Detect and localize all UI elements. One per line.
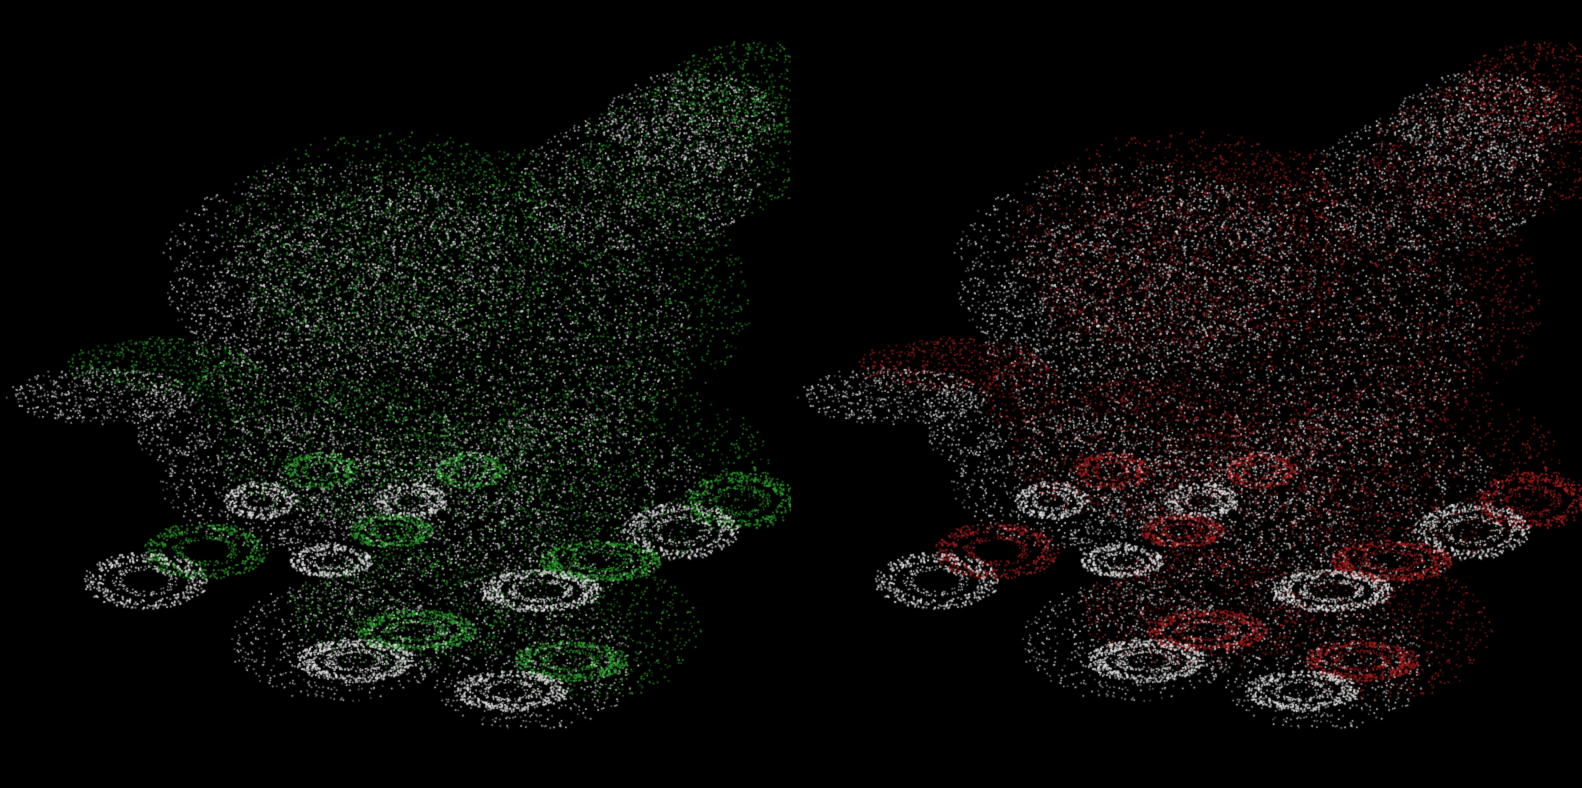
- point-cloud-canvas-right[interactable]: [791, 0, 1582, 788]
- point-cloud-panel-left[interactable]: [0, 0, 791, 788]
- point-cloud-panel-right[interactable]: [791, 0, 1582, 788]
- point-cloud-canvas-left[interactable]: [0, 0, 791, 788]
